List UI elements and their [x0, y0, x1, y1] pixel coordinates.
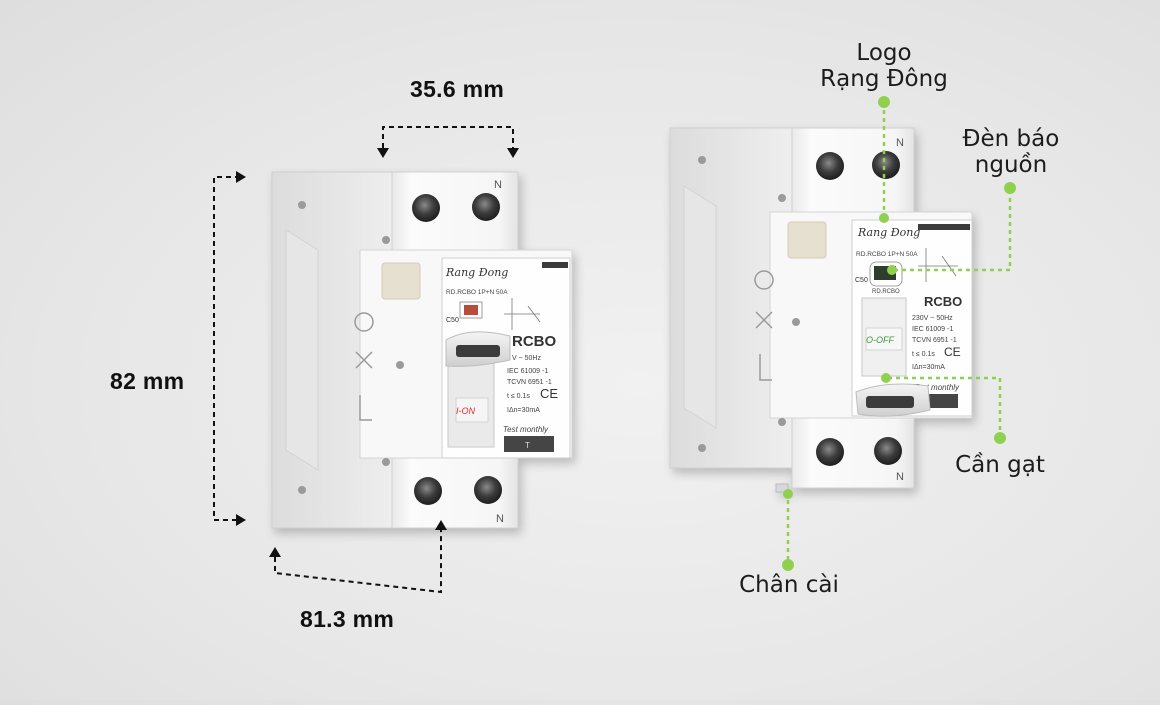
left-standard1-label: IEC 61009 -1 — [507, 368, 548, 375]
right-standard1-label: IEC 61009 -1 — [912, 326, 953, 333]
depth-dimension-label: 81.3 mm — [300, 606, 395, 632]
right-sub-label: RD.RCBO — [872, 289, 900, 295]
right-trip-time-label: t ≤ 0.1s — [912, 351, 935, 358]
height-dimension-label: 82 mm — [110, 368, 185, 394]
weee-bin-icon — [755, 311, 773, 329]
logo-callout-dot — [878, 96, 890, 108]
right-state-label: O-OFF — [866, 335, 894, 345]
test-button-label: T — [525, 441, 530, 450]
logo-callout-line2: Rạng Đông — [820, 65, 948, 92]
right-breaker: Rang Đong RD.RCBO 1P+N 50A C50 RD.RCBO R… — [669, 127, 973, 493]
circuit-diagram-icon — [504, 298, 541, 330]
rail-symbol-icon — [359, 395, 372, 421]
logo-callout-line1: Logo — [856, 40, 912, 66]
left-state-label: I-ON — [456, 406, 475, 416]
terminal-hole-icon — [472, 193, 500, 221]
terminal-hole-icon — [816, 152, 844, 180]
weee-bin-icon — [355, 351, 373, 369]
terminal-hole-icon — [412, 194, 440, 222]
left-voltage-label: V ~ 50Hz — [512, 355, 541, 362]
indicator-callout-dot — [1004, 182, 1016, 194]
test-button[interactable] — [504, 436, 554, 452]
circuit-diagram-icon — [918, 248, 958, 282]
left-type-label: RCBO — [512, 333, 556, 350]
clip-callout-dot — [782, 559, 794, 571]
left-residual-label: IΔn=30mA — [507, 407, 540, 414]
ce-mark-icon — [754, 270, 774, 290]
logo-target-dot — [879, 213, 889, 223]
indicator-callout-line2: nguồn — [974, 151, 1048, 178]
indicator-callout-line1: Đèn báo — [962, 126, 1060, 152]
left-breaker: Rang Đong RD.RCBO 1P+N 50A C50 RCBO V ~ … — [271, 171, 573, 529]
terminal-hole-icon — [874, 437, 902, 465]
right-brand-label: Rang Đong — [857, 226, 920, 239]
right-ce-label: CE — [944, 345, 961, 359]
left-test-label: Test monthly — [503, 425, 549, 434]
right-terminal-n-top: N — [896, 137, 904, 149]
terminal-hole-icon — [816, 438, 844, 466]
width-dimension-label: 35.6 mm — [410, 76, 505, 102]
indicator-callout: Đèn báo nguồn — [946, 126, 1076, 178]
terminal-hole-icon — [474, 476, 502, 504]
right-rating-label: C50 — [855, 277, 868, 284]
clip-callout: Chân cài — [739, 572, 839, 598]
left-rating-label: C50 — [446, 317, 459, 324]
left-terminal-n-top: N — [494, 179, 502, 191]
lever-callout-dot — [994, 432, 1006, 444]
terminal-hole-icon — [414, 477, 442, 505]
dimension-arrowheads — [236, 148, 519, 557]
logo-callout: Logo Rạng Đông — [808, 40, 960, 92]
callout-lines — [786, 102, 1012, 565]
right-residual-label: IΔn=30mA — [912, 364, 945, 371]
terminal-hole-icon — [872, 151, 900, 179]
right-type-label: RCBO — [924, 294, 962, 309]
left-model-label: RD.RCBO 1P+N 50A — [446, 289, 508, 296]
test-button[interactable] — [924, 394, 958, 408]
lever-callout: Cần gạt — [955, 452, 1045, 478]
rail-symbol-icon — [759, 354, 772, 381]
left-standard2-label: TCVN 6951 -1 — [507, 379, 552, 386]
lever-target-dot — [881, 373, 891, 383]
left-ce-label: CE — [540, 386, 558, 401]
left-terminal-n-bottom: N — [496, 513, 504, 525]
right-test-label: Test monthly — [914, 383, 960, 392]
indicator-target-dot — [887, 265, 897, 275]
right-model-label: RD.RCBO 1P+N 50A — [856, 251, 918, 258]
din-clip — [775, 483, 789, 493]
right-terminal-n-bottom: N — [896, 471, 904, 483]
left-trip-time-label: t ≤ 0.1s — [507, 393, 530, 400]
right-voltage-label: 230V ~ 50Hz — [912, 315, 953, 322]
clip-target-dot — [783, 489, 793, 499]
callout-dots — [782, 96, 1016, 571]
left-brand-label: Rang Đong — [445, 266, 508, 279]
right-standard2-label: TCVN 6951 -1 — [912, 337, 957, 344]
ce-mark-icon — [354, 312, 374, 332]
dimension-lines — [213, 126, 514, 594]
